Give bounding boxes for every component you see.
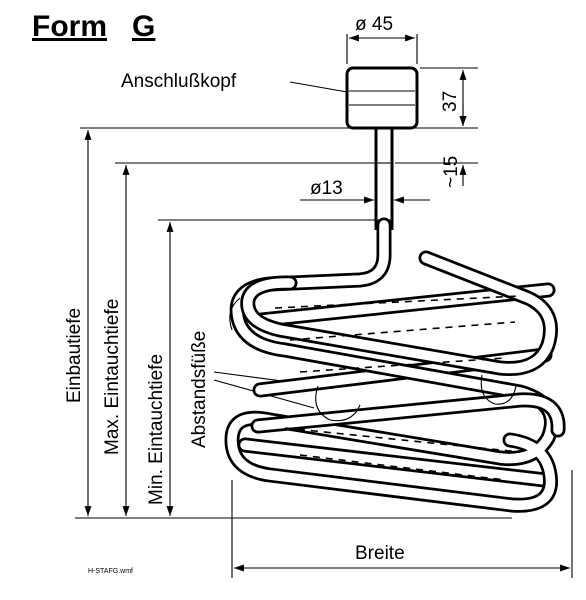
width-label: Breite (355, 543, 405, 564)
head-height-label: 37 (440, 91, 461, 112)
head-diameter-dimension: ø 45 (346, 14, 418, 64)
installation-depth-dimension: Einbautiefe (64, 130, 92, 516)
tube-diameter-label: ø13 (310, 178, 343, 199)
max-immersion-depth-dimension: Max. Eintauchtiefe (102, 165, 130, 516)
heating-coil (224, 217, 566, 513)
connection-head-label: Anschlußkopf (121, 71, 237, 92)
max-immersion-depth-label: Max. Eintauchtiefe (102, 299, 123, 455)
form-word: Form (32, 10, 107, 43)
neck-length-dimension: ~15 (395, 105, 478, 188)
installation-depth-label: Einbautiefe (64, 308, 85, 403)
heater-neck-tube (374, 128, 394, 230)
min-immersion-depth-dimension: Min. Eintauchtiefe (146, 222, 174, 516)
head-diameter-label: ø 45 (355, 14, 393, 35)
connection-head-leader (289, 81, 348, 93)
tube-diameter-dimension: ø13 (300, 178, 430, 204)
file-name-label: H-STAFG.wmf (88, 568, 133, 575)
connection-head (345, 66, 419, 130)
width-dimension: Breite (231, 470, 573, 578)
min-immersion-depth-label: Min. Eintauchtiefe (146, 354, 167, 505)
form-letter: G (132, 10, 155, 43)
spacer-feet-label: Abstandsfüße (189, 331, 210, 448)
head-height-dimension: 37 (80, 67, 478, 129)
neck-length-label: ~15 (441, 156, 462, 188)
